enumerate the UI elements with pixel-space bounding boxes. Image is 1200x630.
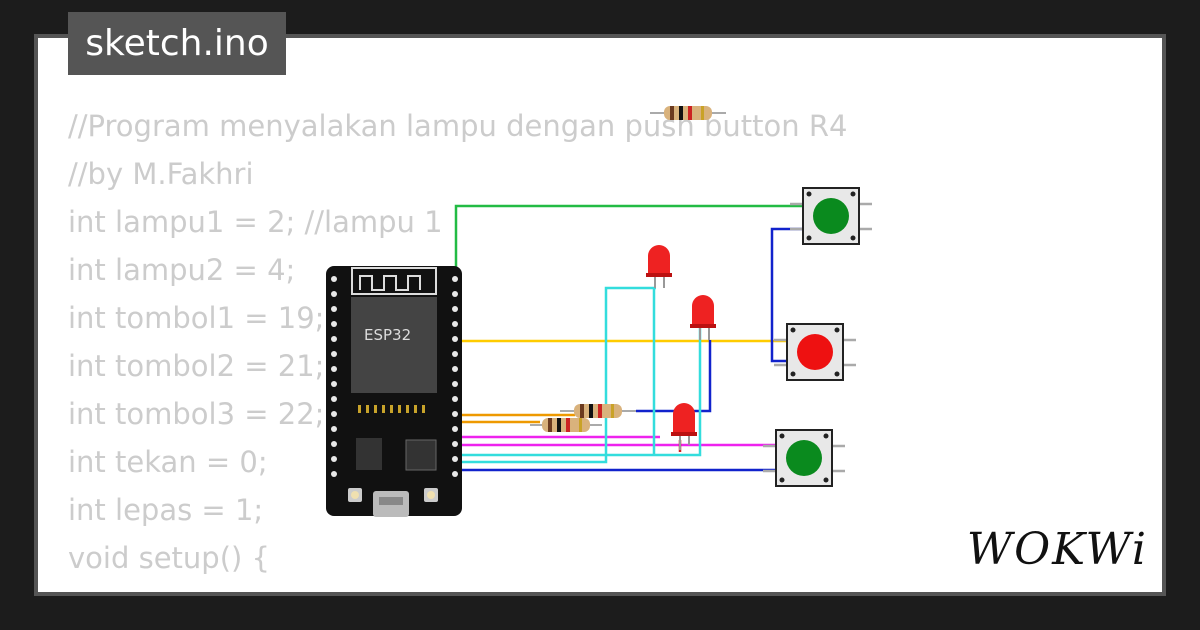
code-line: int lampu2 = 4; xyxy=(68,253,296,287)
esp32-board[interactable]: ESP32 xyxy=(326,266,462,517)
wire-cyan-1 xyxy=(456,325,702,457)
wires xyxy=(454,204,860,472)
code-line: //by M.Fakhri xyxy=(68,157,254,191)
wire-magenta-1 xyxy=(454,306,776,447)
led-2[interactable] xyxy=(690,295,716,340)
code-panel: //Program menyalakan lampu dengan push b… xyxy=(38,38,1162,592)
code-line: int tombol3 = 22; xyxy=(68,397,325,431)
code-editor[interactable]: //Program menyalakan lampu dengan push b… xyxy=(68,102,847,592)
resistor-2[interactable] xyxy=(530,418,602,432)
file-tab[interactable]: sketch.ino xyxy=(68,12,286,75)
wokwi-logo: WOKWi xyxy=(966,524,1148,575)
esp32-chip-label: ESP32 xyxy=(364,326,411,344)
resistor-top[interactable] xyxy=(650,106,726,120)
pushbutton-green-bottom[interactable] xyxy=(763,429,845,487)
code-line: pinMode(tombol1, INPUT_PULLUP); xyxy=(68,582,847,592)
wire-green xyxy=(454,204,805,280)
code-line: int lepas = 1; xyxy=(68,493,264,527)
code-line: void setup() { xyxy=(68,541,270,575)
code-line: int tombol2 = 21; xyxy=(68,349,325,383)
led-3[interactable] xyxy=(671,403,697,450)
code-line: int tekan = 0; xyxy=(68,445,268,479)
code-line: int lampu1 = 2; //lampu 1 xyxy=(68,205,443,239)
code-line: //Program menyalakan lampu dengan push b… xyxy=(68,109,848,143)
led-1[interactable] xyxy=(646,245,672,288)
code-line: int tombol1 = 19; xyxy=(68,301,325,335)
resistor-1[interactable] xyxy=(560,404,636,418)
wire-cyan-2 xyxy=(456,286,656,464)
pushbutton-green-top[interactable] xyxy=(790,187,872,245)
pushbutton-red[interactable] xyxy=(774,323,856,381)
wire-blue-led xyxy=(636,340,712,413)
